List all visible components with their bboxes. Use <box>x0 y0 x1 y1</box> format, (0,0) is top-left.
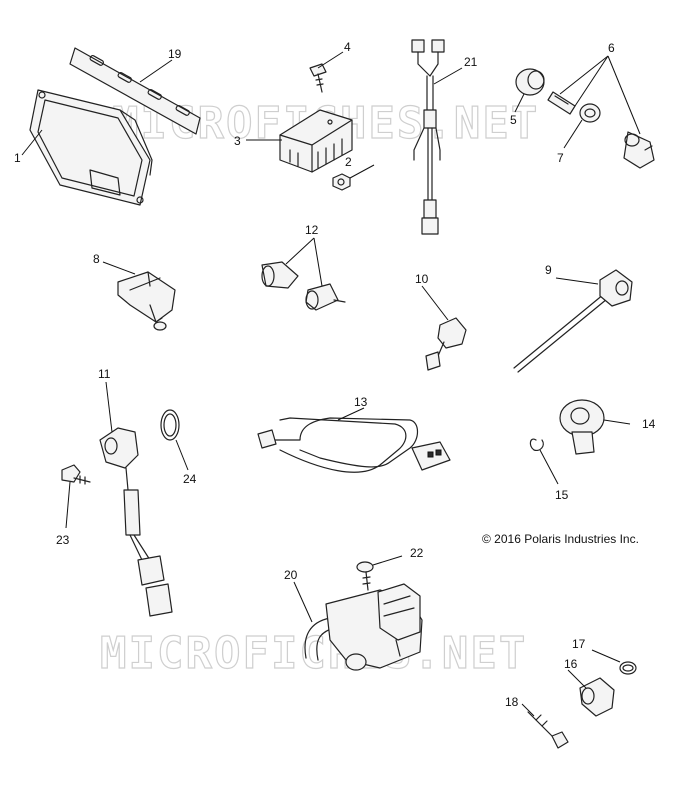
callout-23: 23 <box>56 533 70 547</box>
callout-18: 18 <box>505 695 519 709</box>
callout-13: 13 <box>354 395 368 409</box>
callout-24: 24 <box>183 472 197 486</box>
callout-1: 1 <box>14 151 21 165</box>
callout-3: 3 <box>234 134 241 148</box>
part-temp-sensor <box>425 317 467 371</box>
callout-15: 15 <box>555 488 569 502</box>
leader-lines <box>21 51 641 717</box>
part-clip-15 <box>529 438 544 451</box>
callout-22: 22 <box>410 546 424 560</box>
part-pressure-sensor <box>623 131 655 169</box>
part-bolt-4 <box>309 63 327 93</box>
part-screw-22 <box>356 561 374 591</box>
callout-16: 16 <box>564 657 578 671</box>
part-sensor-16 <box>579 677 615 717</box>
part-bracket <box>69 47 201 135</box>
callout-21: 21 <box>464 55 478 69</box>
part-washer-7 <box>579 103 601 123</box>
part-sensor-pigtail <box>99 427 173 617</box>
part-oring-24 <box>160 409 180 441</box>
callout-11: 11 <box>98 367 111 381</box>
callout-9: 9 <box>545 263 552 277</box>
part-bolt-23 <box>61 464 91 485</box>
part-nut-2 <box>332 173 351 191</box>
callout-17: 17 <box>572 637 586 651</box>
part-key <box>547 91 576 115</box>
callout-8: 8 <box>93 252 100 266</box>
callout-10: 10 <box>415 272 429 286</box>
callout-5: 5 <box>510 113 517 127</box>
copyright-notice: © 2016 Polaris Industries Inc. <box>482 532 639 546</box>
part-sleeves <box>261 261 346 311</box>
callout-12: 12 <box>305 223 319 237</box>
part-sensor-cap <box>515 68 545 96</box>
part-oring-17 <box>619 661 637 675</box>
callout-2: 2 <box>345 155 352 169</box>
part-control-box <box>279 109 353 173</box>
callout-4: 4 <box>344 40 351 54</box>
callout-7: 7 <box>557 151 564 165</box>
callout-6: 6 <box>608 41 615 55</box>
callout-14: 14 <box>642 417 656 431</box>
callout-20: 20 <box>284 568 298 582</box>
part-sensor-rod <box>513 269 633 373</box>
part-valve-assembly <box>304 583 423 671</box>
part-knock-sensor <box>559 399 605 455</box>
part-bolt-18 <box>527 711 569 749</box>
callout-19: 19 <box>168 47 182 61</box>
watermark-bottom: MICROFICHES.NET <box>100 628 527 679</box>
part-wiring-harness <box>411 39 445 235</box>
part-ecu-module <box>29 89 153 206</box>
part-map-sensor <box>117 271 176 331</box>
part-harness-loop <box>257 417 451 473</box>
